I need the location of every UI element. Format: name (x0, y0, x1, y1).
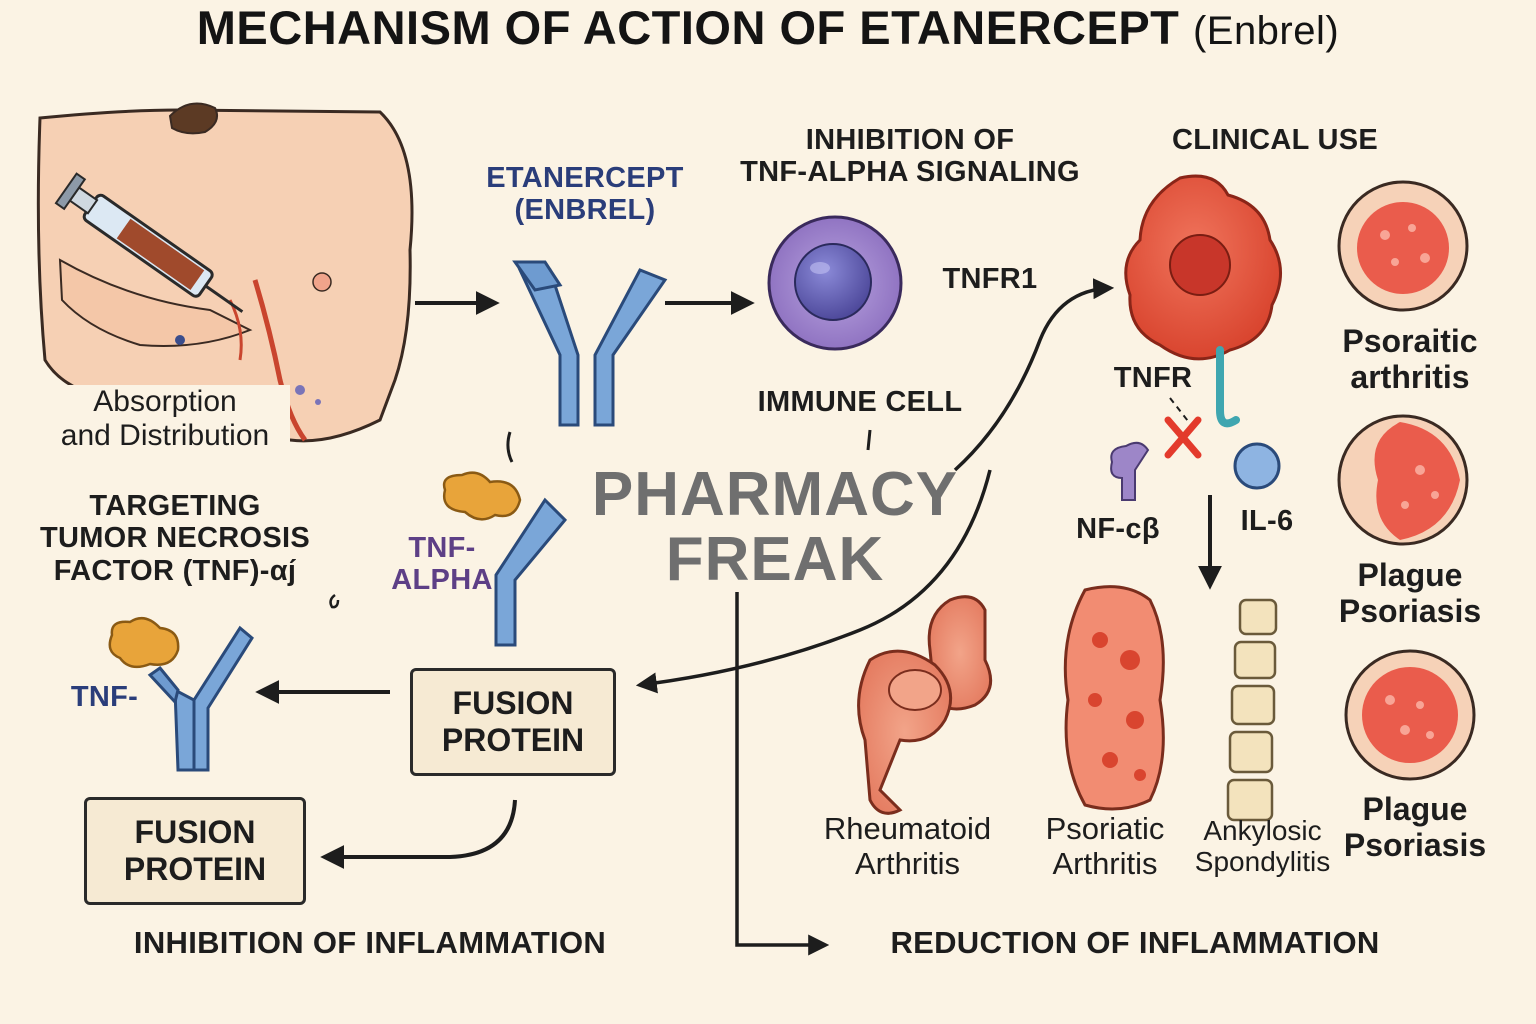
condition-psa: Psoriatic Arthritis (1020, 811, 1190, 881)
nfkb-molecule-icon (1110, 441, 1150, 501)
nfkb-label: NF-cβ (1076, 513, 1160, 545)
inflamed-cell-icon (1124, 174, 1282, 431)
arrow-to-reduction (735, 592, 830, 956)
signaling-line1: INHIBITION OF (805, 124, 1015, 156)
side-condition-1-line1: Psoraitic (1342, 323, 1478, 359)
arrow-to-inhibition (320, 799, 517, 869)
fusion-left-line2: PROTEIN (123, 851, 267, 887)
targeting-line3: FACTOR (TNF)-αȷ́ (53, 554, 297, 587)
condition-psa-line2: Arthritis (1052, 845, 1158, 881)
il6-label: IL-6 (1240, 505, 1294, 537)
fusion-center-line1: FUSION (452, 685, 574, 722)
fusion-protein-box-center: FUSION PROTEIN (410, 668, 616, 776)
side-condition-3-line2: Psoriasis (1343, 826, 1487, 863)
page-title: MECHANISM OF ACTION OF ETANERCEPT (Enbre… (0, 0, 1536, 55)
side-condition-2: Plague Psoriasis (1310, 557, 1510, 630)
absorption-label: Absorption and Distribution (40, 385, 290, 453)
targeting-line1: TARGETING (89, 490, 261, 522)
drug-line2: (ENBREL) (514, 194, 656, 227)
condition-as: Ankylosic Spondylitis (1185, 815, 1340, 878)
watermark: PHARMACY FREAK (590, 462, 960, 592)
side-condition-2-line1: Plague (1357, 557, 1463, 593)
watermark-line2: FREAK (665, 525, 885, 595)
tnfr1-label: TNFR1 (942, 263, 1038, 295)
side-condition-1-line2: arthritis (1350, 358, 1470, 395)
tnfr-label: TNFR (1113, 362, 1193, 394)
side-condition-3-line1: Plague (1362, 791, 1468, 827)
arrow-to-fusion-protein (635, 469, 992, 694)
condition-as-line1: Ankylosic (1203, 815, 1322, 846)
syringe-icon (54, 172, 244, 313)
fusion-left-line1: FUSION (134, 814, 256, 851)
tnf-alpha-line1: TNF- (408, 532, 476, 564)
condition-as-line2: Spondylitis (1194, 846, 1331, 878)
absorption-line2: and Distribution (60, 418, 270, 452)
spine-icon (1226, 598, 1278, 822)
blocked-signal-x-icon (1164, 416, 1202, 459)
immune-cell-icon (767, 215, 903, 351)
arrow-to-clinical-use (953, 278, 1115, 472)
title-main: MECHANISM OF ACTION OF ETANERCEPT (196, 1, 1180, 54)
patient-torso-illustration (36, 102, 414, 443)
title-sub: (Enbrel) (1192, 9, 1340, 53)
absorption-line1: Absorption (93, 385, 237, 418)
reduction-inflammation-label: REDUCTION OF INFLAMMATION (890, 925, 1380, 960)
tnf-receptor-icon (1216, 346, 1240, 428)
side-condition-3: Plague Psoriasis (1310, 791, 1520, 864)
lesion-circle-3 (1344, 649, 1476, 781)
lesion-circle-2 (1337, 414, 1469, 546)
clinical-use-label: CLINICAL USE (1171, 124, 1379, 156)
lesion-circle-1 (1337, 180, 1469, 312)
tnf-antibody-complex-icon (108, 616, 254, 772)
targeting-label: TARGETING TUMOR NECROSIS FACTOR (TNF)-αȷ… (20, 490, 330, 587)
immune-cell-label: IMMUNE CELL (757, 386, 963, 418)
drug-label: ETANERCEPT (ENBREL) (455, 162, 715, 227)
tnf-alpha-label: TNF- ALPHA (372, 532, 512, 597)
fusion-center-line2: PROTEIN (441, 722, 585, 758)
signaling-label: INHIBITION OF TNF-ALPHA SIGNALING (705, 124, 1115, 189)
inhibition-inflammation-label: INHIBITION OF INFLAMMATION (133, 925, 607, 960)
condition-ra-line1: Rheumatoid (823, 811, 992, 846)
psoriatic-joint-icon (1063, 585, 1165, 811)
condition-ra: Rheumatoid Arthritis (800, 811, 1015, 881)
fusion-protein-box-left: FUSION PROTEIN (84, 797, 306, 905)
lesion-spots (1380, 224, 1439, 739)
etanercept-antibody-icon (512, 260, 668, 427)
knee-joint-icon (857, 595, 993, 815)
side-condition-2-line2: Psoriasis (1338, 592, 1482, 629)
watermark-line1: PHARMACY (591, 460, 959, 529)
tnf-small-label: TNF- (70, 681, 139, 713)
nipple-icon (312, 272, 332, 292)
signaling-line2: TNF-ALPHA SIGNALING (740, 156, 1080, 189)
targeting-line2: TUMOR NECROSIS (39, 522, 311, 555)
condition-ra-line2: Arthritis (854, 845, 961, 881)
il6-molecule-icon (1233, 442, 1281, 490)
tnf-alpha-line2: ALPHA (391, 564, 493, 597)
condition-psa-line1: Psoriatic (1045, 811, 1165, 846)
drug-line1: ETANERCEPT (486, 162, 684, 194)
side-condition-1: Psoraitic arthritis (1310, 323, 1510, 396)
hair-icon (168, 102, 218, 135)
tnf-alpha-binding-icon (442, 471, 568, 647)
